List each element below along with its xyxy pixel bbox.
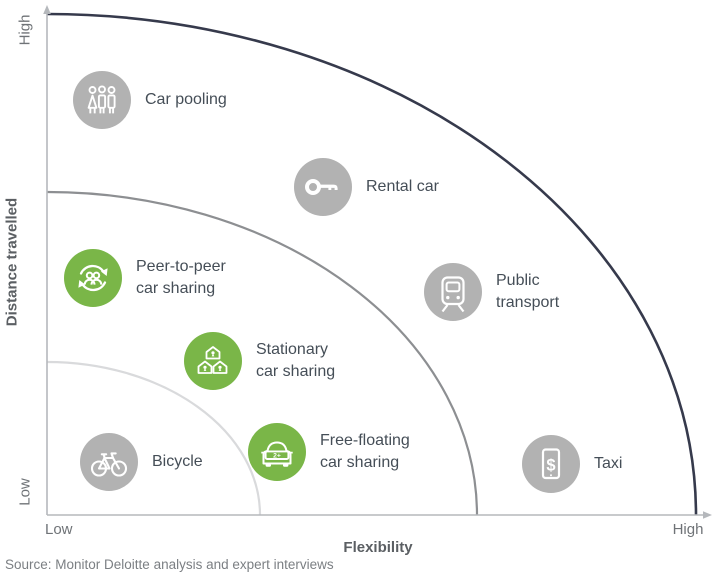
y-axis-arrowhead — [43, 5, 51, 14]
bicycle-icon — [80, 433, 138, 491]
x-axis-title: Flexibility — [343, 539, 413, 556]
item-stationary-car-sharing: Stationary car sharing — [184, 332, 335, 390]
item-car-pooling: Car pooling — [73, 71, 227, 129]
arc-inner — [46, 360, 262, 516]
item-bicycle: Bicycle — [80, 433, 203, 491]
item-label: Stationary car sharing — [256, 341, 336, 380]
y-axis-low-label: Low — [16, 478, 34, 506]
item-label: Rental car — [366, 178, 439, 195]
x-axis-high-label: High — [672, 521, 704, 538]
arc-outer — [46, 12, 698, 516]
x-axis-low-label: Low — [45, 521, 73, 538]
cycle-people-icon — [64, 249, 122, 307]
arc-middle — [46, 190, 479, 516]
y-axis-title: Distance travelled — [3, 197, 21, 327]
axes-and-arcs-canvas — [43, 5, 712, 519]
item-public-transport: Public transport — [424, 263, 559, 321]
y-axis-high-label: High — [16, 14, 34, 46]
item-label: Peer-to-peer car sharing — [136, 258, 226, 297]
phone-dollar-icon: $ — [522, 435, 580, 493]
x-axis-arrowhead — [703, 511, 712, 519]
dollar-glyph: $ — [546, 457, 555, 475]
item-label: Bicycle — [152, 453, 203, 470]
source-note: Source: Monitor Deloitte analysis and ex… — [5, 557, 334, 572]
key-icon — [294, 158, 352, 216]
two-plus-badge-text: 2+ — [273, 452, 281, 459]
item-label: Public transport — [496, 272, 560, 311]
houses-icon — [184, 332, 242, 390]
item-taxi: $ Taxi — [522, 435, 622, 493]
item-label: Free-floating car sharing — [320, 432, 410, 471]
item-label: Taxi — [594, 455, 623, 472]
car-2plus-icon: 2+ — [248, 423, 306, 481]
item-peer-to-peer-car-sharing: Peer-to-peer car sharing — [64, 249, 226, 307]
car-pooling-people-icon — [73, 71, 131, 129]
train-icon — [424, 263, 482, 321]
item-label: Car pooling — [145, 91, 227, 108]
item-rental-car: Rental car — [294, 158, 439, 216]
item-free-floating-car-sharing: 2+ Free-floating car sharing — [248, 423, 410, 481]
